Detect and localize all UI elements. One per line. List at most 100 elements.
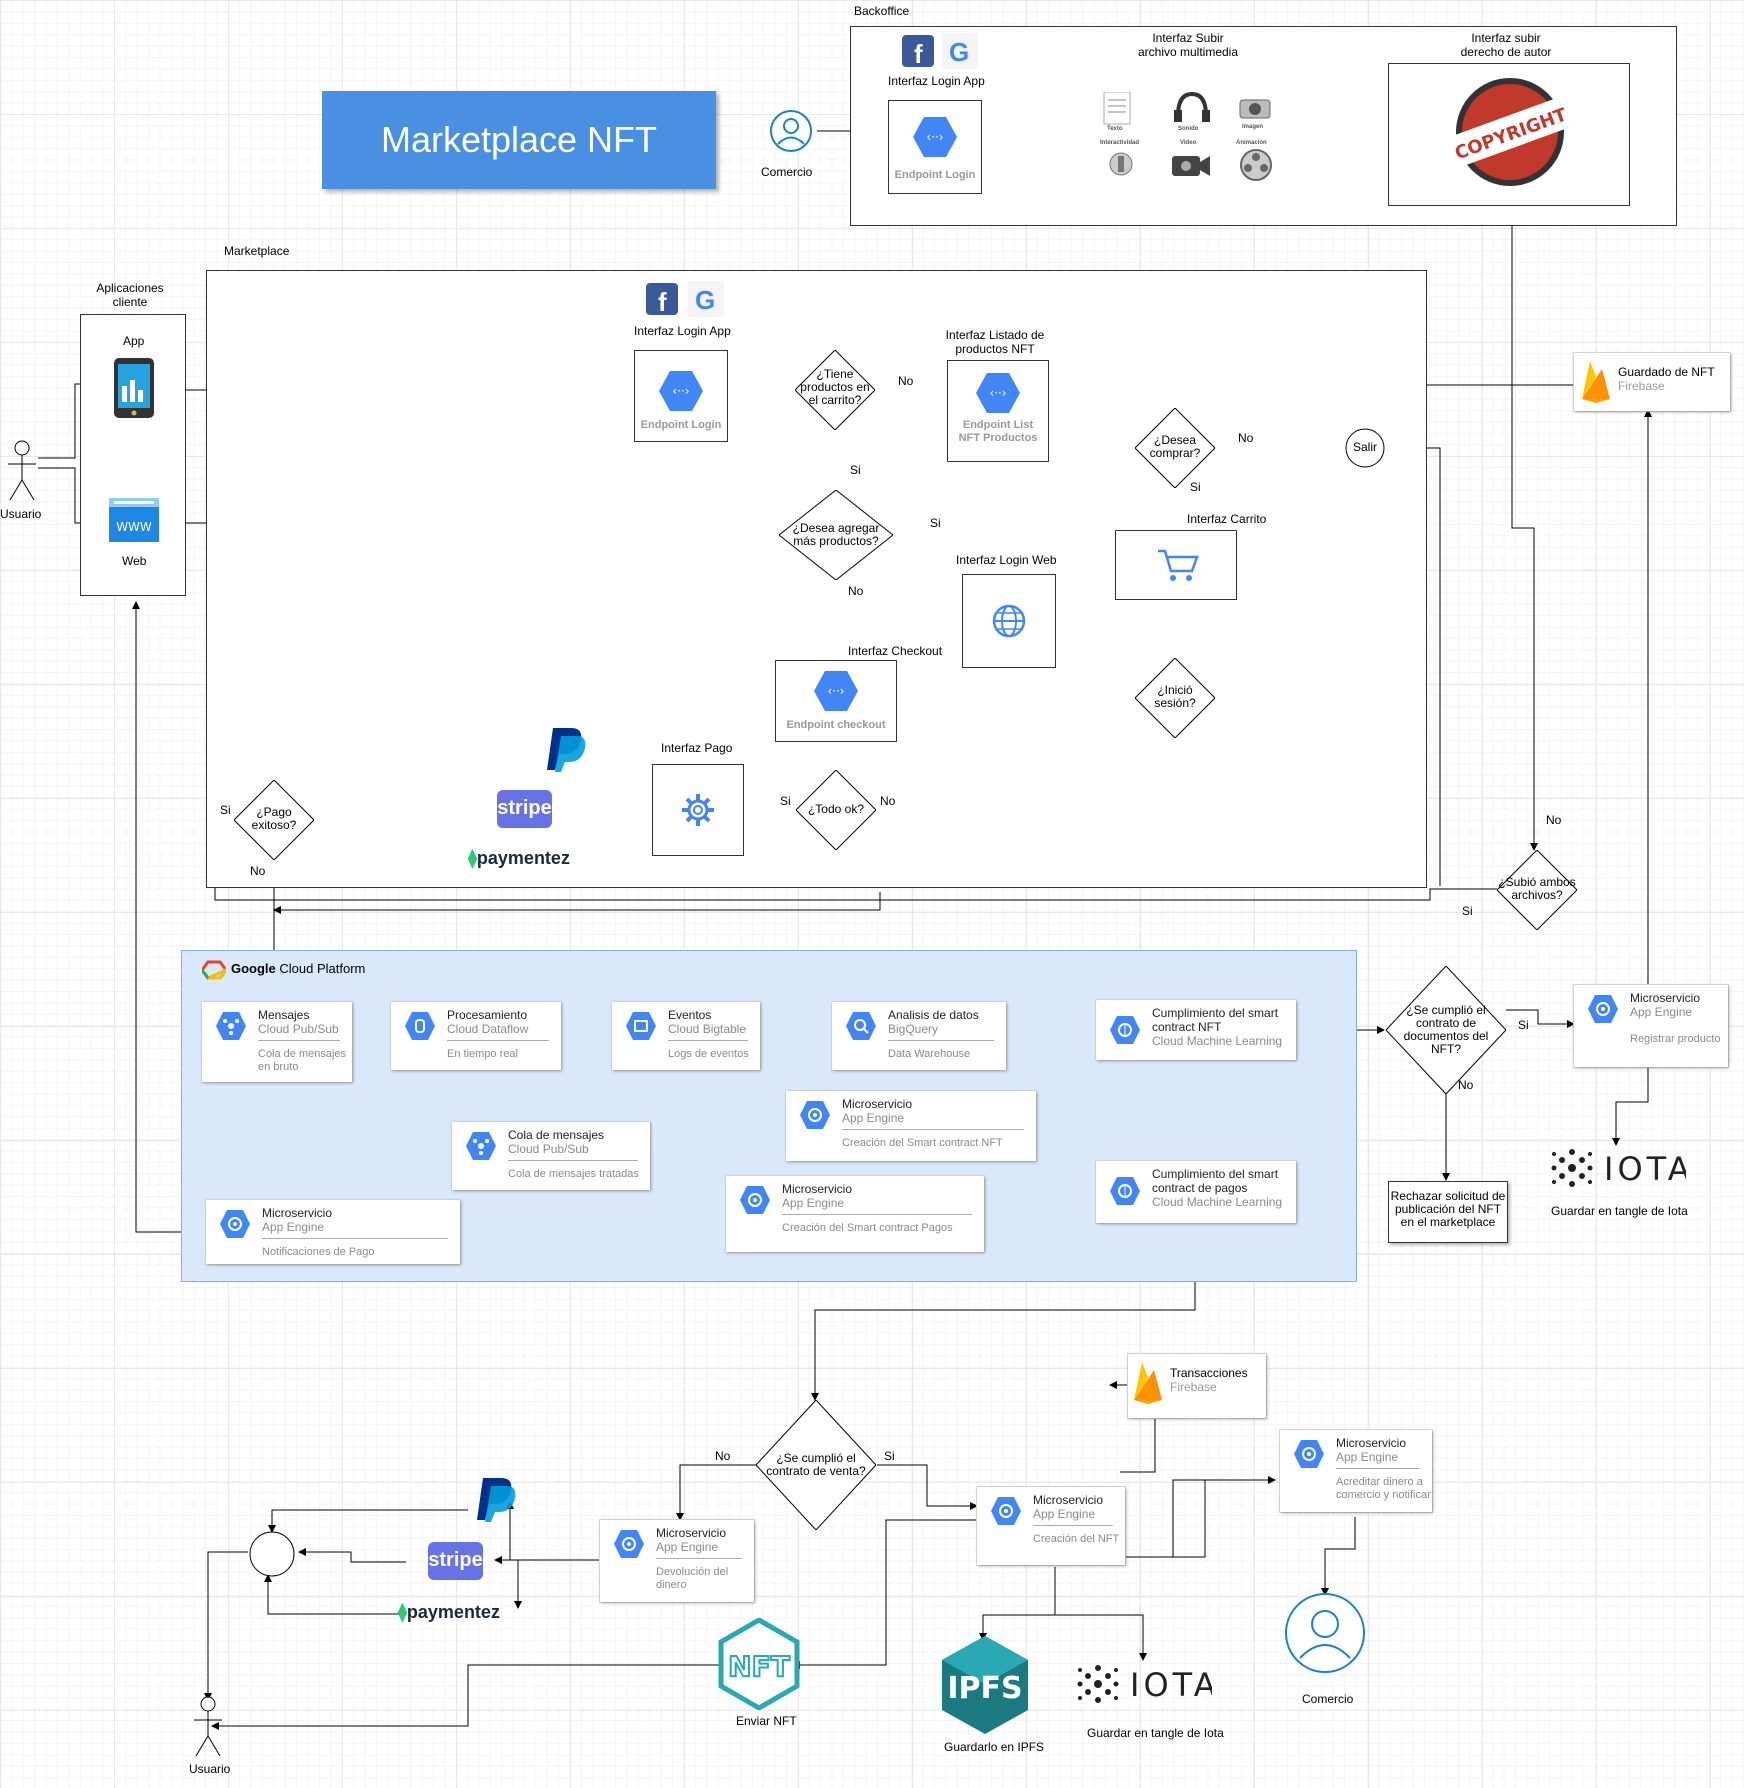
svc-product: Cloud Pub/Sub — [258, 1022, 339, 1036]
firebase-transactions[interactable]: Transacciones Firebase — [1128, 1354, 1266, 1418]
label-no: No — [1238, 431, 1254, 445]
bo-login-label: Interfaz Login App — [888, 74, 985, 88]
checkout-label: Interfaz Checkout — [848, 644, 943, 658]
google-icon: G — [942, 33, 978, 72]
cart-interface[interactable] — [1115, 530, 1237, 600]
appengine-icon — [220, 1210, 250, 1241]
svc-product: App Engine — [656, 1540, 719, 1554]
text-file-icon — [1100, 91, 1136, 129]
login-web-interface[interactable] — [962, 574, 1056, 668]
label-no: No — [880, 794, 896, 808]
svg-text:G: G — [695, 285, 715, 315]
service-ms-payment-notify[interactable]: Microservicio App Engine Notificaciones … — [206, 1200, 460, 1264]
label-si: Si — [780, 794, 791, 808]
endpoint-icon: ‹··› — [976, 373, 1020, 416]
user-actor-icon — [190, 1696, 226, 1763]
svc-desc: Creación del NFT — [1033, 1533, 1120, 1545]
merchant-actor-icon — [1284, 1592, 1366, 1677]
appengine-icon — [1294, 1440, 1324, 1471]
bottom-user-label: Usuario — [189, 1762, 231, 1776]
svc-title: Eventos — [668, 1008, 712, 1022]
service-ms-register-product[interactable]: Microservicio App Engine Registrar produ… — [1574, 985, 1728, 1067]
svc-desc: Data Warehouse — [888, 1048, 971, 1060]
label-si: Si — [850, 463, 861, 477]
bo-endpoint-login[interactable]: ‹··› Endpoint Login — [888, 100, 982, 194]
svc-title: Procesamiento — [447, 1008, 528, 1022]
label-si: Si — [884, 1449, 895, 1463]
svc-desc: Registrar producto — [1630, 1033, 1721, 1045]
copyright-upload-box[interactable]: COPYRIGHT — [1388, 63, 1630, 206]
media-sonido: Sonido — [1178, 126, 1199, 132]
marketplace-section-label: Marketplace — [224, 244, 290, 258]
endpoint-icon: ‹··› — [659, 371, 703, 414]
facebook-icon: f — [902, 35, 934, 70]
phone-app-icon[interactable] — [112, 356, 156, 423]
copyright-icon: COPYRIGHT — [1452, 76, 1570, 191]
payment-interface[interactable] — [652, 764, 744, 856]
svc-title: Analisis de datos — [888, 1008, 979, 1022]
nft-label: Enviar NFT — [736, 1714, 797, 1728]
svg-text:IPFS: IPFS — [947, 1671, 1022, 1706]
service-bigtable[interactable]: Eventos Cloud Bigtable Logs de eventos — [612, 1002, 760, 1070]
paymentez-icon: ⧫paymentez — [398, 1602, 500, 1622]
media-animacion: Animación — [1236, 140, 1267, 146]
firebase-nft-storage[interactable]: Guardado de NFT Firebase — [1574, 353, 1730, 411]
service-ms-create-nft[interactable]: Microservicio App Engine Creación del NF… — [977, 1487, 1125, 1565]
svg-text:‹··›: ‹··› — [926, 130, 943, 144]
pubsub-icon — [216, 1012, 246, 1043]
endpoint-icon: ‹··› — [814, 671, 858, 714]
firebase-icon — [1132, 1360, 1164, 1407]
iota-icon: IOTA — [1544, 1140, 1690, 1199]
ml-icon — [1110, 1016, 1140, 1047]
endpoint-login-label: Endpoint Login — [640, 419, 722, 431]
svc-product: Cloud Bigtable — [668, 1022, 747, 1036]
merchant-bottom-label: Comercio — [1302, 1692, 1354, 1706]
service-ms-nft-contract[interactable]: Microservicio App Engine Creación del Sm… — [786, 1091, 1036, 1161]
svc-desc: En tiempo real — [447, 1048, 518, 1060]
headphones-icon — [1172, 90, 1212, 127]
label-si: Si — [1190, 480, 1201, 494]
svc-title: Microservicio — [1630, 991, 1701, 1005]
media-interactividad: Interactividad — [1100, 140, 1140, 146]
label-si: Si — [1462, 904, 1473, 918]
web-browser-icon[interactable]: WWW — [108, 497, 160, 546]
media-video: Video — [1180, 140, 1197, 146]
label-si: Si — [930, 516, 941, 530]
service-ms-credit-merchant[interactable]: Microservicio App Engine Acreditar diner… — [1280, 1430, 1432, 1512]
ipfs-label: Guardarlo en IPFS — [944, 1740, 1045, 1754]
service-ms-pay-contract[interactable]: Microservicio App Engine Creación del Sm… — [726, 1176, 984, 1252]
stripe-icon: stripe — [428, 1542, 483, 1580]
login-web-label: Interfaz Login Web — [956, 553, 1057, 567]
gcp-logo-icon — [200, 960, 231, 983]
label-no: No — [1546, 813, 1562, 827]
mp-endpoint-login[interactable]: ‹··› Endpoint Login — [634, 350, 728, 442]
service-dataflow[interactable]: Procesamiento Cloud Dataflow En tiempo r… — [391, 1002, 561, 1070]
firebase-nft-title: Guardado de NFT — [1618, 365, 1715, 379]
endpoint-login-label: Endpoint Login — [894, 169, 976, 181]
svg-text:f: f — [658, 287, 667, 315]
svc-title: Mensajes — [258, 1008, 310, 1022]
iota-bottom-label: Guardar en tangle de Iota — [1087, 1726, 1224, 1740]
firebase-nft-sub: Firebase — [1618, 379, 1665, 393]
svc-title: Microservicio — [782, 1182, 853, 1196]
service-bigquery[interactable]: Analisis de datos BigQuery Data Warehous… — [832, 1002, 1006, 1070]
exit-node[interactable]: Salir — [1345, 428, 1385, 471]
svc-product: App Engine — [1630, 1005, 1693, 1019]
endpoint-checkout[interactable]: ‹··› Endpoint checkout — [775, 660, 897, 742]
service-pubsub-processed[interactable]: Cola de mensajes Cloud Pub/Sub Cola de m… — [452, 1122, 650, 1190]
svc-desc: Cola de mensajes tratadas — [508, 1168, 639, 1180]
media-types-group: Texto Sonido Imagen Interactividad Video… — [1100, 90, 1290, 185]
